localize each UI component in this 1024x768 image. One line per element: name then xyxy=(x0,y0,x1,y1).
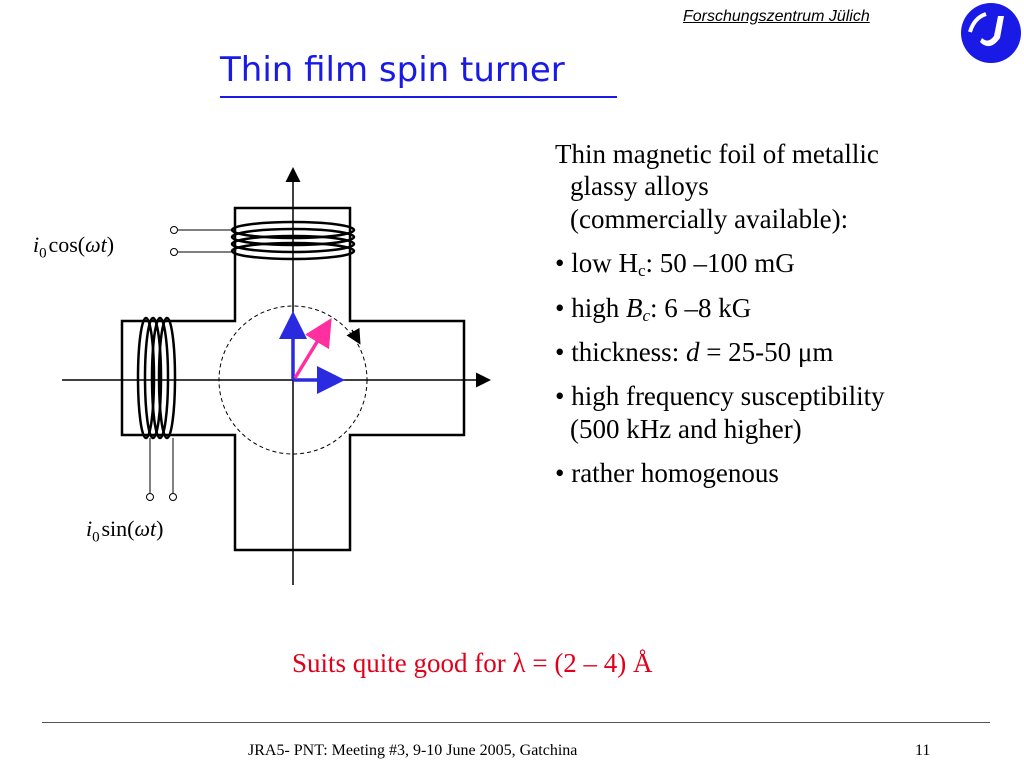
slide-title: Thin film spin turner xyxy=(220,50,565,90)
conclusion-statement: Suits quite good for λ = (2 – 4) Å xyxy=(292,648,653,678)
bullet-saturation-field: • high Bc: 6 –8 kG xyxy=(555,292,752,325)
intro-line-2: glassy alloys xyxy=(570,171,709,202)
footer-divider xyxy=(42,722,990,723)
top-coil-terminal-1 xyxy=(170,226,178,234)
footer-meeting-info: JRA5- PNT: Meeting #3, 9-10 June 2005, G… xyxy=(248,742,578,759)
cross-foil xyxy=(120,206,466,552)
rotation-circle xyxy=(218,305,368,455)
left-coil-terminal-2 xyxy=(169,493,177,501)
bullet-coercivity: • low Hc: 50 –100 mG xyxy=(555,248,795,281)
bullet-thickness: • thickness: d = 25-50 μm xyxy=(555,336,834,367)
page-number: 11 xyxy=(915,742,931,759)
spin-turner-diagram xyxy=(62,167,491,585)
description-panel: Thin magnetic foil of metallic glassy al… xyxy=(555,138,1015,490)
left-coil xyxy=(136,316,177,440)
left-coil-terminal-1 xyxy=(146,493,154,501)
institution-name[interactable]: Forschungszentrum Jülich xyxy=(683,8,870,25)
title-underline xyxy=(220,96,617,98)
intro-line-1: Thin magnetic foil of metallic xyxy=(555,139,879,169)
rotation-direction-arrow xyxy=(346,327,361,345)
fzj-logo-icon xyxy=(961,3,1021,63)
cos-current-label: i0 cos(ωt) xyxy=(33,232,115,262)
bullet-homogeneity: • rather homogenous xyxy=(555,458,779,489)
bullet-frequency: • high frequency susceptibility (500 kHz… xyxy=(555,381,885,444)
resultant-spin-vector xyxy=(293,318,332,379)
intro-line-3: (commercially available): xyxy=(570,203,849,234)
sin-current-label: i0 sin(ωt) xyxy=(86,516,164,546)
top-coil-terminal-2 xyxy=(170,248,178,256)
